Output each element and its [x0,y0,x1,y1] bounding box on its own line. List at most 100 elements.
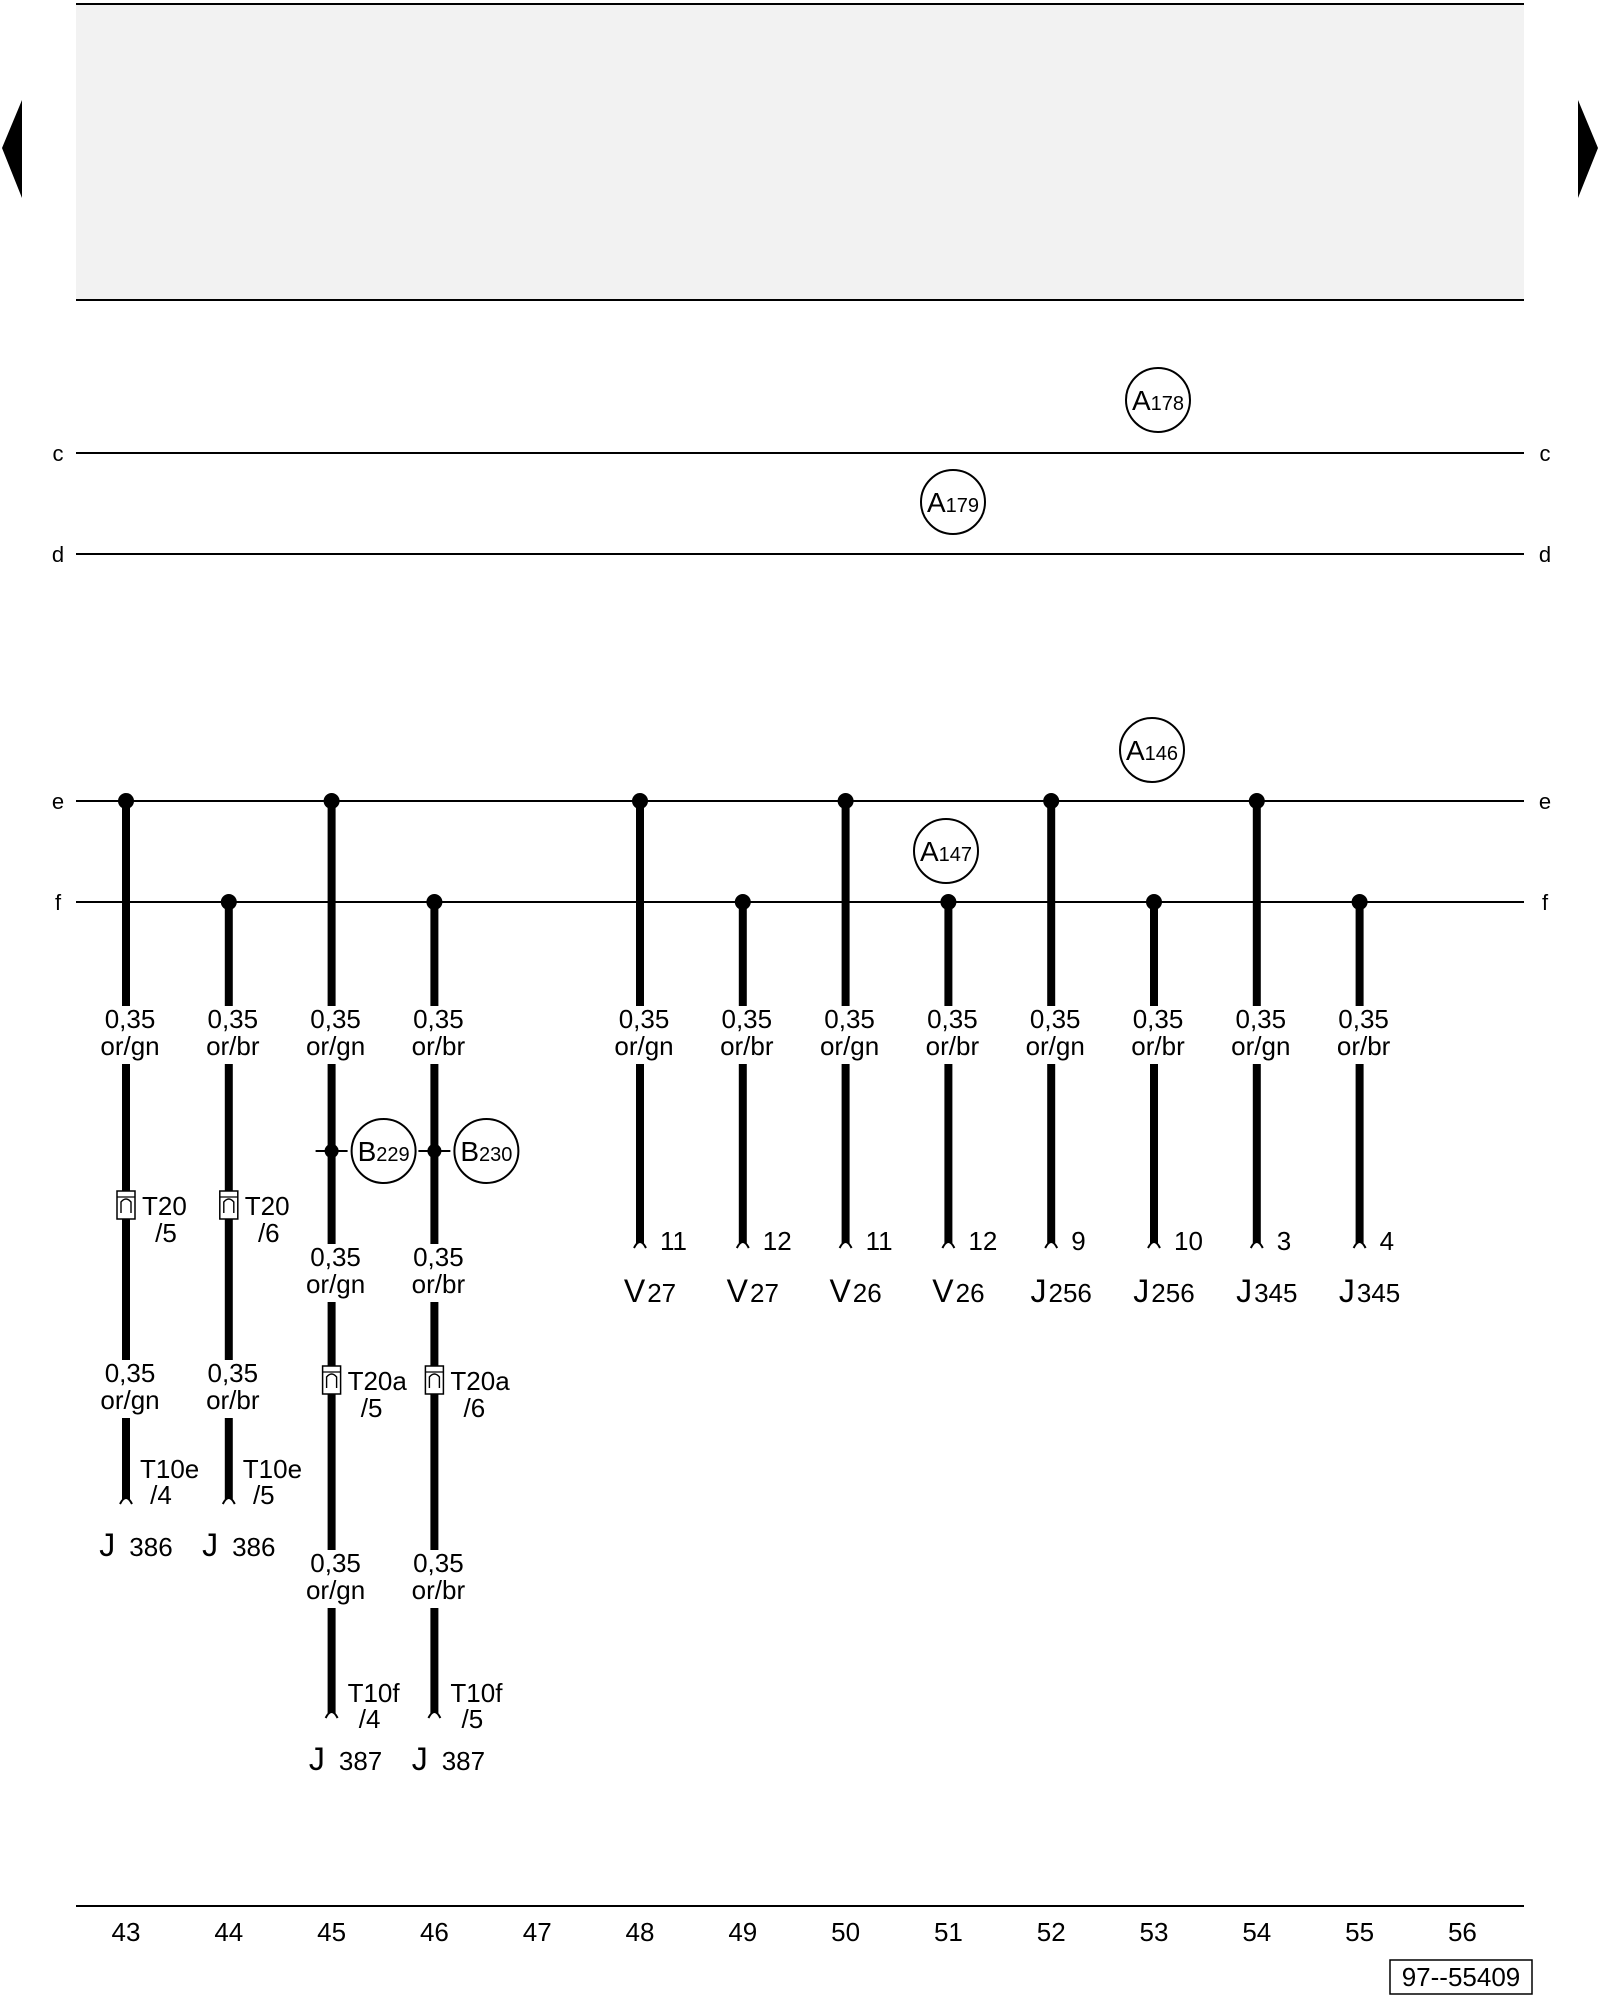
connector-pin: /5 [155,1218,177,1248]
bus-junction-dot [837,793,854,809]
bus-junction-dot [220,894,237,910]
wire-label-1-bg [712,1006,781,1064]
bus-marker-A147: A147 [913,818,979,884]
connector-T20-pin-shape [120,1198,132,1213]
end-pin-icon [1044,1241,1059,1249]
wire-label-3-size: 0,35 [310,1548,361,1578]
bus-label-left-c: c [53,441,64,466]
wire-label-2-size: 0,35 [207,1358,258,1388]
junction-dot [427,1144,442,1158]
column-number-48: 48 [626,1917,655,1947]
end-pin-icon [735,1241,750,1249]
wire-label-2-bg [404,1244,473,1302]
end-connector-pin: /5 [253,1480,275,1510]
connector-T20a-body [424,1365,445,1395]
bus-junction-dot [323,793,340,809]
wire-label-1-size: 0,35 [1338,1004,1389,1034]
pin-number: 12 [763,1226,792,1256]
component-J345: J345 [1339,1273,1400,1309]
end-pin-icon [1147,1241,1161,1249]
junction-B230-text: B230 [460,1136,512,1167]
connector-name: T20a [450,1366,510,1396]
connector-pin: /6 [464,1393,486,1423]
bus-junction-dot [632,793,648,809]
column-number-46: 46 [420,1917,449,1947]
wire-label-1-size: 0,35 [824,1004,875,1034]
wire-label-1-size: 0,35 [413,1004,464,1034]
end-connector-name: T10f [450,1678,503,1708]
wire-label-1-bg [198,1006,267,1064]
wire-label-1-color: or/gn [1026,1031,1085,1061]
connector-pin: /5 [361,1393,383,1423]
end-pin-icon [119,1497,133,1505]
end-pin-icon [633,1241,647,1249]
bus-junction-dot [1043,793,1060,809]
bus-label-right-e: e [1539,789,1551,814]
column-number-51: 51 [934,1917,963,1947]
wire-label-1-bg [404,1006,473,1064]
header-band [76,4,1524,300]
wire-label-3-color: or/gn [306,1575,365,1605]
bus-marker-A179: A179 [920,469,986,535]
connector-name: T20a [348,1366,408,1396]
bus-marker-A147-text: A147 [920,836,972,867]
wire-label-1-color: or/gn [100,1031,159,1061]
junction-dot [324,1144,339,1158]
wire-label-1-size: 0,35 [207,1004,258,1034]
column-number-54: 54 [1242,1917,1271,1947]
wire-label-1-size: 0,35 [1235,1004,1286,1034]
component-J256: J256 [1133,1273,1194,1309]
wire-label-1-size: 0,35 [1030,1004,1081,1034]
triangle-left-icon[interactable] [2,100,22,198]
column-number-50: 50 [831,1917,860,1947]
wire-label-1-color: or/br [926,1031,980,1061]
wire-label-2-color: or/gn [100,1385,159,1415]
pin-number: 11 [866,1226,893,1256]
junction-B230: B230 [453,1118,520,1184]
bus-junction-dot [118,793,134,809]
reference-box: 97--55409 [1389,1959,1533,1995]
triangle-right-icon[interactable] [1578,100,1598,198]
component-V26: V26 [932,1273,984,1309]
pin-number: 9 [1071,1226,1085,1256]
bus-label-left-e: e [52,789,64,814]
wire-label-2-bg [198,1360,267,1418]
column-number-56: 56 [1448,1917,1477,1947]
wire-label-2-color: or/br [206,1385,260,1415]
pin-number: 3 [1277,1226,1291,1256]
column-number-53: 53 [1140,1917,1169,1947]
connector-pin: /6 [258,1218,280,1248]
wire-label-1-size: 0,35 [1133,1004,1184,1034]
wire-label-1-color: or/br [412,1031,466,1061]
end-connector-name: T10f [348,1678,401,1708]
column-number-55: 55 [1345,1917,1374,1947]
bus-label-right-f: f [1542,890,1549,915]
end-pin-icon [838,1241,853,1249]
bus-junction-dot [940,894,957,910]
end-pin-icon [1352,1241,1367,1249]
connector-T20-pin-shape [223,1198,235,1213]
bus-marker-A146-circle [1119,717,1185,783]
column-number-43: 43 [112,1917,141,1947]
wire-46: 0,35or/brB2300,35or/brT20a/60,35or/brT10… [404,894,520,1777]
connector-T20a-pin-shape [428,1373,441,1388]
column-number-45: 45 [317,1917,346,1947]
component-V27: V27 [727,1273,779,1309]
wire-label-1-size: 0,35 [619,1004,670,1034]
wire-label-1-size: 0,35 [105,1004,156,1034]
wire-label-1-bg [815,1006,884,1064]
pin-number: 12 [968,1226,997,1256]
wire-label-1-bg [96,1006,164,1064]
bus-marker-A179-circle [920,469,986,535]
wire-label-2-color: or/br [412,1269,466,1299]
wire-label-2-size: 0,35 [310,1242,361,1272]
